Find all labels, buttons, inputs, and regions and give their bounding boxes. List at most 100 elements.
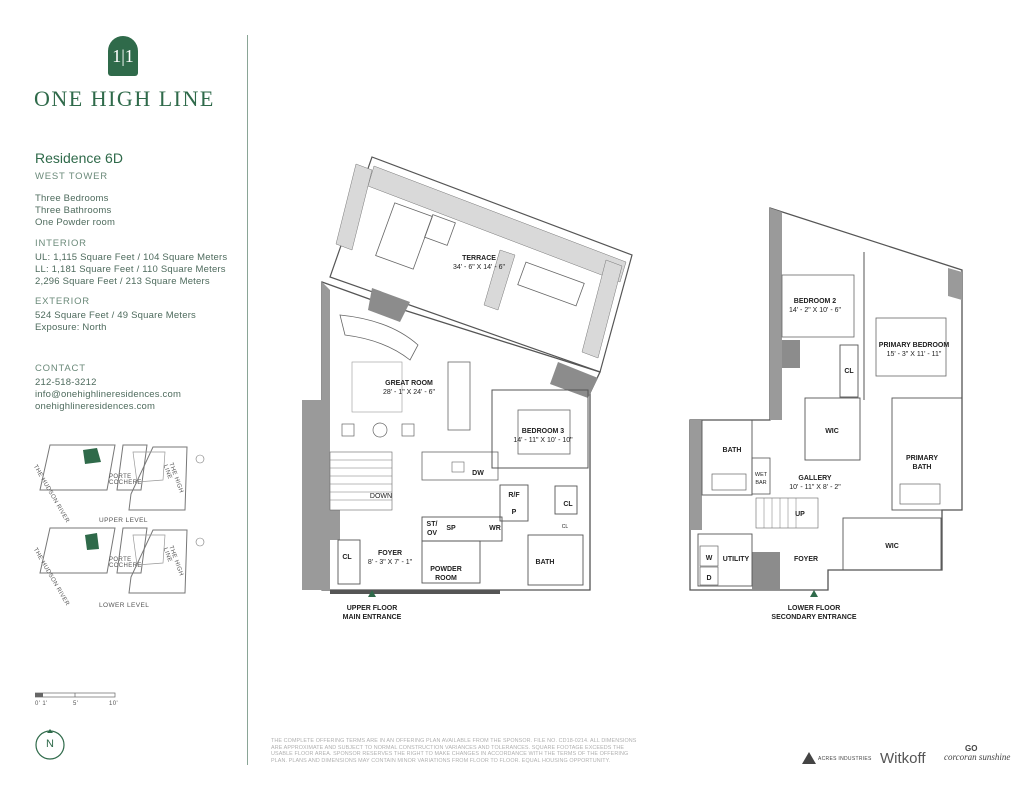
dining-table (447, 361, 471, 431)
wall-block (302, 450, 330, 590)
wic2-label: WIC (885, 543, 899, 550)
bedroom3-dimensions: 14' - 11" X 10' - 10" (513, 437, 573, 444)
exterior-heading: EXTERIOR (35, 296, 90, 307)
sidebar-divider (247, 35, 248, 765)
great-room-sofa (339, 314, 419, 361)
utility-label: UTILITY (723, 556, 750, 563)
interior-line: 2,296 Square Feet / 213 Square Meters (35, 275, 210, 287)
exterior-line: 524 Square Feet / 49 Square Meters (35, 310, 197, 321)
primary-bath-label: PRIMARY (906, 455, 938, 462)
keyplan-porte-label: PORTE COCHERE (109, 557, 142, 569)
bath-walls (527, 534, 584, 586)
closet-walls (554, 485, 578, 515)
keyplan-upper-drawing (39, 444, 205, 511)
tower-label: WEST TOWER (35, 171, 108, 182)
contact-email[interactable]: info@onehighlineresidences.com (35, 388, 182, 400)
stove-oven-label-2: OV (427, 530, 437, 537)
bedroom2-bed (781, 274, 855, 338)
rooms-summary: Three Bedrooms Three Bathrooms One Powde… (35, 193, 115, 228)
foyer-dimensions: 8' - 3" X 7' - 1" (368, 559, 413, 566)
acres-logo-icon (802, 752, 816, 764)
sink-prep-label: SP (446, 525, 456, 532)
side-table (372, 422, 388, 438)
bedroom3-walls (491, 389, 589, 469)
primary-bed (875, 317, 947, 377)
terrace-table (424, 214, 456, 246)
terrace-planter (335, 163, 373, 251)
upper-stair (329, 451, 393, 511)
kitchen-appliances (499, 484, 529, 522)
terrace-dimensions: 34' - 6" X 14' - 6" (453, 264, 506, 271)
scale-label-10: 10' (109, 701, 119, 707)
bedroom3-bed (517, 409, 571, 455)
foyer-closet-label: CL (342, 554, 352, 561)
witkoff-logo: Witkoff (880, 750, 926, 767)
keyplan-lower-label: LOWER LEVEL (99, 602, 150, 609)
scale-label-5: 5' (73, 701, 79, 707)
powder-room-label: POWDER (430, 566, 462, 573)
primary-bedroom-dimensions: 15' - 3" X 11' - 11" (887, 351, 942, 358)
interior-heading: INTERIOR (35, 238, 87, 249)
keyplan-upper: THE HUDSON RIVER PORTE COCHERE THE HIGH … (32, 442, 210, 524)
interior-line: UL: 1,115 Square Feet / 104 Square Meter… (35, 252, 228, 263)
bedroom2-label: BEDROOM 2 (794, 298, 837, 305)
wet-bar-label: WET (755, 472, 768, 478)
dryer-label: D (706, 575, 711, 582)
wall-column (782, 340, 800, 368)
pantry-label: P (512, 509, 517, 516)
foyer-closet-walls (337, 539, 361, 585)
corcoran-logo-mark: GO (965, 744, 978, 753)
scale-bar-graphic (34, 692, 116, 698)
upper-interior-outline (321, 281, 601, 591)
lower-floor-plan: BEDROOM 2 14' - 2" X 10' - 6" PRIMARY BE… (689, 207, 963, 621)
lower-bath-label: BATH (723, 447, 742, 454)
acres-logo-text: ACRES INDUSTRIES (818, 756, 872, 762)
chair (401, 423, 415, 437)
brand-name: ONE HIGH LINE (34, 86, 215, 111)
upper-bath-label: BATH (536, 559, 555, 566)
wine-refrigerator-label: WR (489, 525, 501, 532)
wall-column (752, 552, 780, 590)
gallery-dimensions: 10' - 11" X 8' - 2" (789, 484, 841, 491)
rooms-line: Three Bedrooms (35, 193, 109, 204)
wall-block (330, 510, 340, 540)
rooms-line: Three Bathrooms (35, 204, 112, 216)
wall-block (302, 282, 330, 450)
interior-line: LL: 1,181 Square Feet / 110 Square Meter… (35, 263, 226, 275)
terrace-planter (483, 249, 516, 311)
wic-label: WIC (825, 428, 839, 435)
chair (341, 423, 355, 437)
great-room-label: GREAT ROOM (385, 380, 433, 387)
lower-outline (689, 207, 963, 591)
scale-bar: 0' 1' 5' 10' (34, 690, 120, 710)
lower-bath-walls (701, 419, 753, 496)
compass-letter: N (46, 738, 54, 750)
contact-info: 212-518-3212 info@onehighlineresidences.… (35, 377, 181, 412)
stair-up-label: UP (795, 511, 805, 518)
legal-disclaimer: THE COMPLETE OFFERING TERMS ARE IN AN OF… (271, 738, 637, 764)
utility-walls (697, 533, 753, 587)
bedroom2-dimensions: 14' - 2" X 10' - 6" (789, 307, 842, 314)
wall-line (330, 590, 500, 594)
lower-entrance-label: LOWER FLOOR (788, 605, 841, 612)
wall-column (948, 268, 962, 300)
wet-bar-walls (751, 457, 771, 495)
contact-website[interactable]: onehighlineresidences.com (35, 400, 156, 412)
powder-room-walls (421, 540, 481, 584)
bedroom3-closet-label: CL (563, 501, 573, 508)
gallery-label: GALLERY (798, 475, 832, 482)
terrace-planter (367, 165, 627, 283)
contact-phone[interactable]: 212-518-3212 (35, 377, 97, 388)
wet-bar-label-2: BAR (755, 480, 766, 486)
lower-closet-walls (839, 344, 859, 398)
washer (699, 545, 719, 567)
primary-bath-label-2: BATH (913, 464, 932, 471)
foyer-label: FOYER (378, 550, 402, 557)
lower-closet-label: CL (844, 368, 854, 375)
keyplan-lower-drawing (39, 527, 205, 594)
brand-monogram: 1|1 (108, 36, 138, 76)
refrigerator-label: R/F (508, 492, 520, 499)
terrace-dining-table (517, 261, 585, 307)
corcoran-logo: corcoran sunshine (944, 752, 1011, 762)
